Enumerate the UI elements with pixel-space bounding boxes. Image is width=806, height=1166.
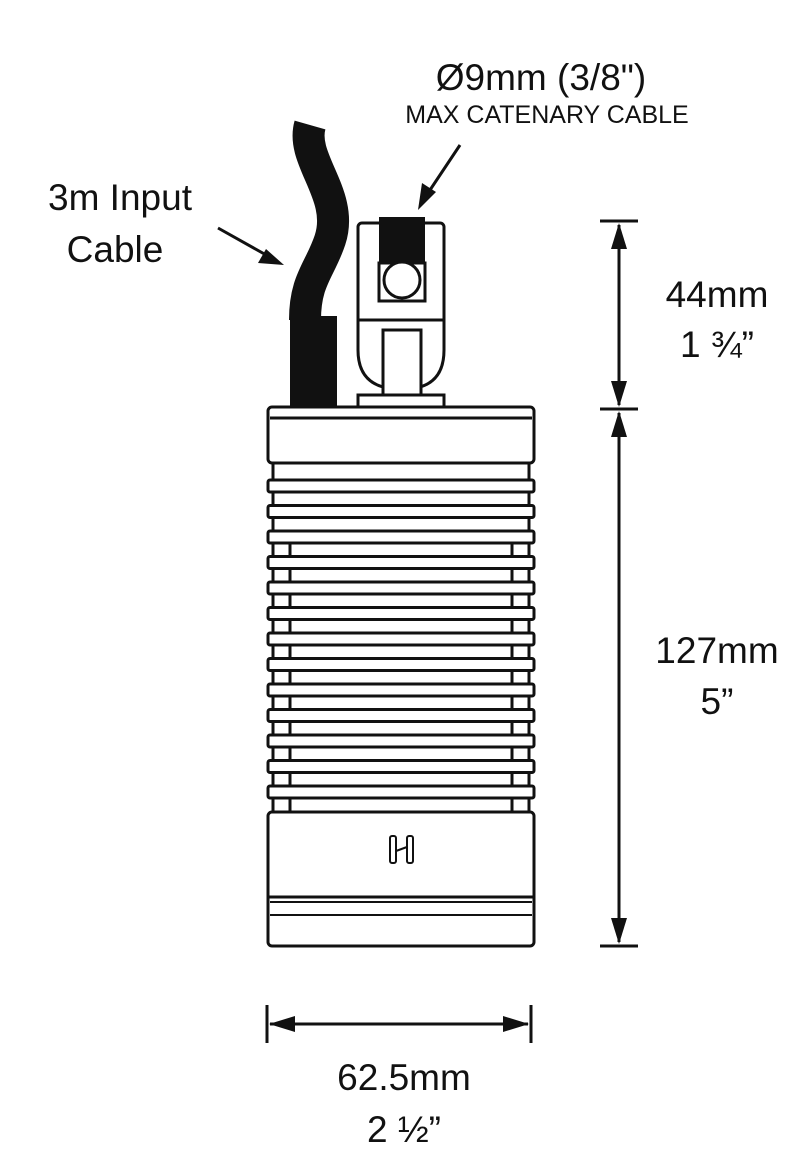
width-mm: 62.5mm <box>337 1057 471 1098</box>
heat-sink-fin <box>266 733 536 749</box>
cable-gland <box>290 316 337 408</box>
heat-sink-fin <box>266 529 536 545</box>
heat-sink-fin <box>266 708 536 723</box>
heat-sink-fin <box>266 504 536 519</box>
heat-sink-fin <box>266 631 536 647</box>
brand-logo-icon <box>389 835 414 864</box>
dimension-lines <box>217 144 638 1043</box>
input-cable <box>289 120 350 321</box>
heat-sink-fin <box>266 682 536 698</box>
cable-diameter-label: Ø9mm (3/8") <box>436 57 647 98</box>
heat-sink-fin <box>266 555 536 570</box>
body-height-mm: 127mm <box>655 630 778 671</box>
input-cable-label-2: Cable <box>67 229 164 270</box>
heat-sink-fin <box>266 606 536 621</box>
catenary-clamp <box>356 217 446 410</box>
top-height-in: 1 ¾” <box>680 324 754 365</box>
fixture-body <box>266 405 536 948</box>
heat-sink-fin <box>266 759 536 774</box>
heat-sink-fin <box>266 478 536 494</box>
body-height-in: 5” <box>701 681 734 722</box>
heat-sink-fin <box>266 580 536 596</box>
heat-sink-fin <box>266 784 536 800</box>
top-height-mm: 44mm <box>666 274 769 315</box>
heat-sink-fin <box>266 657 536 672</box>
cable-thread <box>379 217 425 263</box>
cable-note-label: MAX CATENARY CABLE <box>405 101 688 129</box>
width-in: 2 ½” <box>367 1109 441 1150</box>
input-cable-label-1: 3m Input <box>48 177 193 218</box>
